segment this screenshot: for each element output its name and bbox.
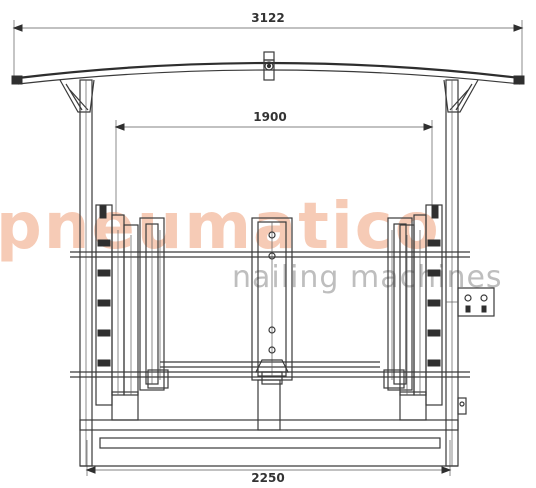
top-center-hanger (263, 51, 275, 81)
watermark-logo: pneumatico nailing machines (0, 190, 503, 295)
base-width-label: 2250 (251, 471, 284, 485)
watermark-tagline: nailing machines (232, 260, 503, 295)
dimension-base-width: 2250 (85, 440, 452, 485)
left-support-frame (59, 79, 95, 467)
watermark-brand: pneumatico (0, 190, 441, 264)
left-clamp-column (95, 204, 139, 406)
left-nailing-head (139, 217, 169, 391)
dimension-overall-width: 3122 (12, 11, 524, 80)
right-lower-valve (457, 397, 467, 415)
right-clamp-column (399, 204, 443, 406)
dimension-inner-width: 1900 (114, 110, 434, 215)
overall-width-label: 3122 (251, 11, 284, 25)
base-frame (79, 379, 459, 467)
inner-width-label: 1900 (253, 110, 286, 124)
control-panel (446, 287, 495, 317)
center-nailing-column (251, 217, 293, 385)
